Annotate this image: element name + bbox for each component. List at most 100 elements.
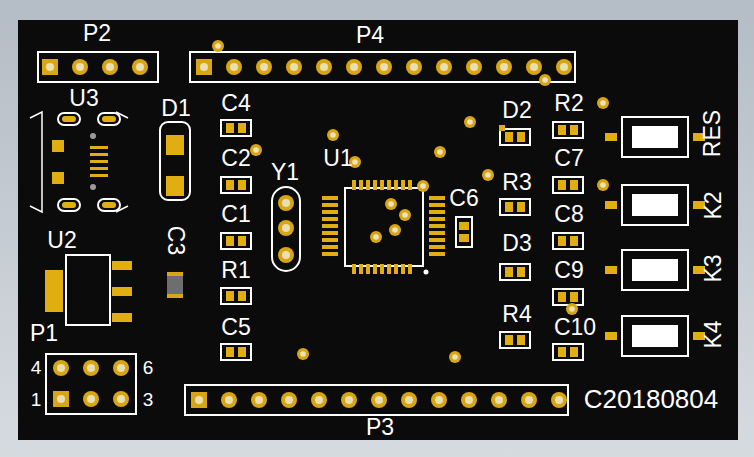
header-p2-part <box>132 59 148 75</box>
silkscreen-label: Y1 <box>271 161 299 184</box>
silkscreen-label: U3 <box>69 87 98 110</box>
crystal-y1 <box>272 187 300 271</box>
usb-connector-u3-part <box>90 146 108 149</box>
capacitor-c3-part <box>167 272 183 298</box>
silkscreen-label: C3 <box>165 225 188 254</box>
push-buttons-part <box>605 185 705 225</box>
header-p4-part <box>346 59 362 75</box>
smd-parts-part <box>553 289 583 305</box>
vias-part <box>389 224 401 236</box>
mcu-u1-part <box>322 180 445 274</box>
silkscreen-label: R1 <box>221 259 250 282</box>
header-p4-part <box>406 59 422 75</box>
header-p1-part <box>113 391 129 407</box>
header-p4-part <box>286 59 302 75</box>
silkscreen-label: C8 <box>554 203 583 226</box>
capacitor-c3-part <box>167 294 183 298</box>
header-p3 <box>185 385 568 415</box>
regulator-u2-part <box>112 261 132 270</box>
header-p1 <box>46 354 136 414</box>
silkscreen-label: 3 <box>143 390 154 409</box>
push-buttons <box>605 117 705 356</box>
vias-part <box>597 97 609 109</box>
usb-connector-u3-part <box>90 174 108 177</box>
header-p1-part <box>113 360 129 376</box>
mcu-u1-part <box>345 188 423 266</box>
silkscreen-label: P4 <box>356 24 384 47</box>
usb-connector-u3-part <box>52 140 64 152</box>
silkscreen-label: C1 <box>221 203 250 226</box>
smd-parts <box>221 120 583 360</box>
header-p1-part <box>83 360 99 376</box>
header-p3-part <box>491 392 507 408</box>
usb-connector-u3-part <box>90 160 108 163</box>
vias-part <box>539 74 551 86</box>
header-p3-part <box>281 392 297 408</box>
board <box>18 20 738 440</box>
vias-part <box>597 179 609 191</box>
silkscreen-label: D1 <box>161 97 190 120</box>
diode-d1 <box>160 122 190 200</box>
regulator-u2-part <box>45 270 63 312</box>
smd-parts-part <box>221 177 251 193</box>
silkscreen-label: C2 <box>221 147 250 170</box>
header-p4 <box>190 52 575 82</box>
vias-part <box>212 40 224 52</box>
regulator-u2-part <box>66 255 110 325</box>
silkscreen-label: C9 <box>554 259 583 282</box>
header-p3-part <box>401 392 417 408</box>
silkscreen-label: R2 <box>554 92 583 115</box>
silkscreen-label: C4 <box>221 92 250 115</box>
smd-parts-part <box>221 288 251 304</box>
silkscreen-label: K2 <box>701 191 724 219</box>
silkscreen-label: U2 <box>47 229 76 252</box>
silkscreen-label: P3 <box>366 416 394 439</box>
diode-d1-part <box>166 135 184 155</box>
usb-connector-u3-part <box>90 184 96 190</box>
crystal-y1-part <box>278 220 294 236</box>
header-p2-part <box>42 59 58 75</box>
header-p3-part <box>185 385 568 415</box>
vias <box>212 40 609 363</box>
header-p2 <box>38 52 158 82</box>
regulator-u2-part <box>112 287 132 296</box>
usb-connector-u3-part <box>62 116 76 122</box>
header-p4-part <box>196 59 212 75</box>
silkscreen-label: D3 <box>502 232 531 255</box>
usb-connector-u3-part <box>30 112 128 212</box>
usb-connector-u3-part <box>90 133 96 139</box>
header-p3-part <box>461 392 477 408</box>
push-buttons-part <box>605 316 705 356</box>
silkscreen-label: C5 <box>221 316 250 339</box>
silkscreen-label: U1 <box>323 147 352 170</box>
smd-parts-part <box>221 344 251 360</box>
silkscreen-label: C6 <box>449 187 478 210</box>
vias-part <box>449 351 461 363</box>
smd-parts-part <box>553 177 583 193</box>
header-p4-part <box>466 59 482 75</box>
smd-parts-part <box>456 217 472 247</box>
smd-parts-part <box>553 122 583 138</box>
header-p4-part <box>496 59 512 75</box>
usb-connector-u3 <box>30 112 128 212</box>
header-p1-part <box>83 391 99 407</box>
silkscreen-label: K4 <box>701 320 724 348</box>
regulator-u2 <box>45 255 132 325</box>
header-p2-part <box>72 59 88 75</box>
crystal-y1-part <box>278 195 294 211</box>
vias-part <box>417 180 429 192</box>
usb-connector-u3-part <box>58 199 80 211</box>
header-p1-part <box>53 360 69 376</box>
diode-d1-part <box>166 176 184 196</box>
mcu-u1 <box>322 180 445 275</box>
silkscreen-label: C10 <box>554 316 596 339</box>
header-p4-part <box>526 59 542 75</box>
silkscreen-label: 4 <box>31 358 42 377</box>
silkscreen-label: RES <box>701 109 724 156</box>
usb-connector-u3-part <box>52 172 64 184</box>
vias-part <box>464 116 476 128</box>
crystal-y1-part <box>278 247 294 263</box>
smd-parts-part <box>221 233 251 249</box>
